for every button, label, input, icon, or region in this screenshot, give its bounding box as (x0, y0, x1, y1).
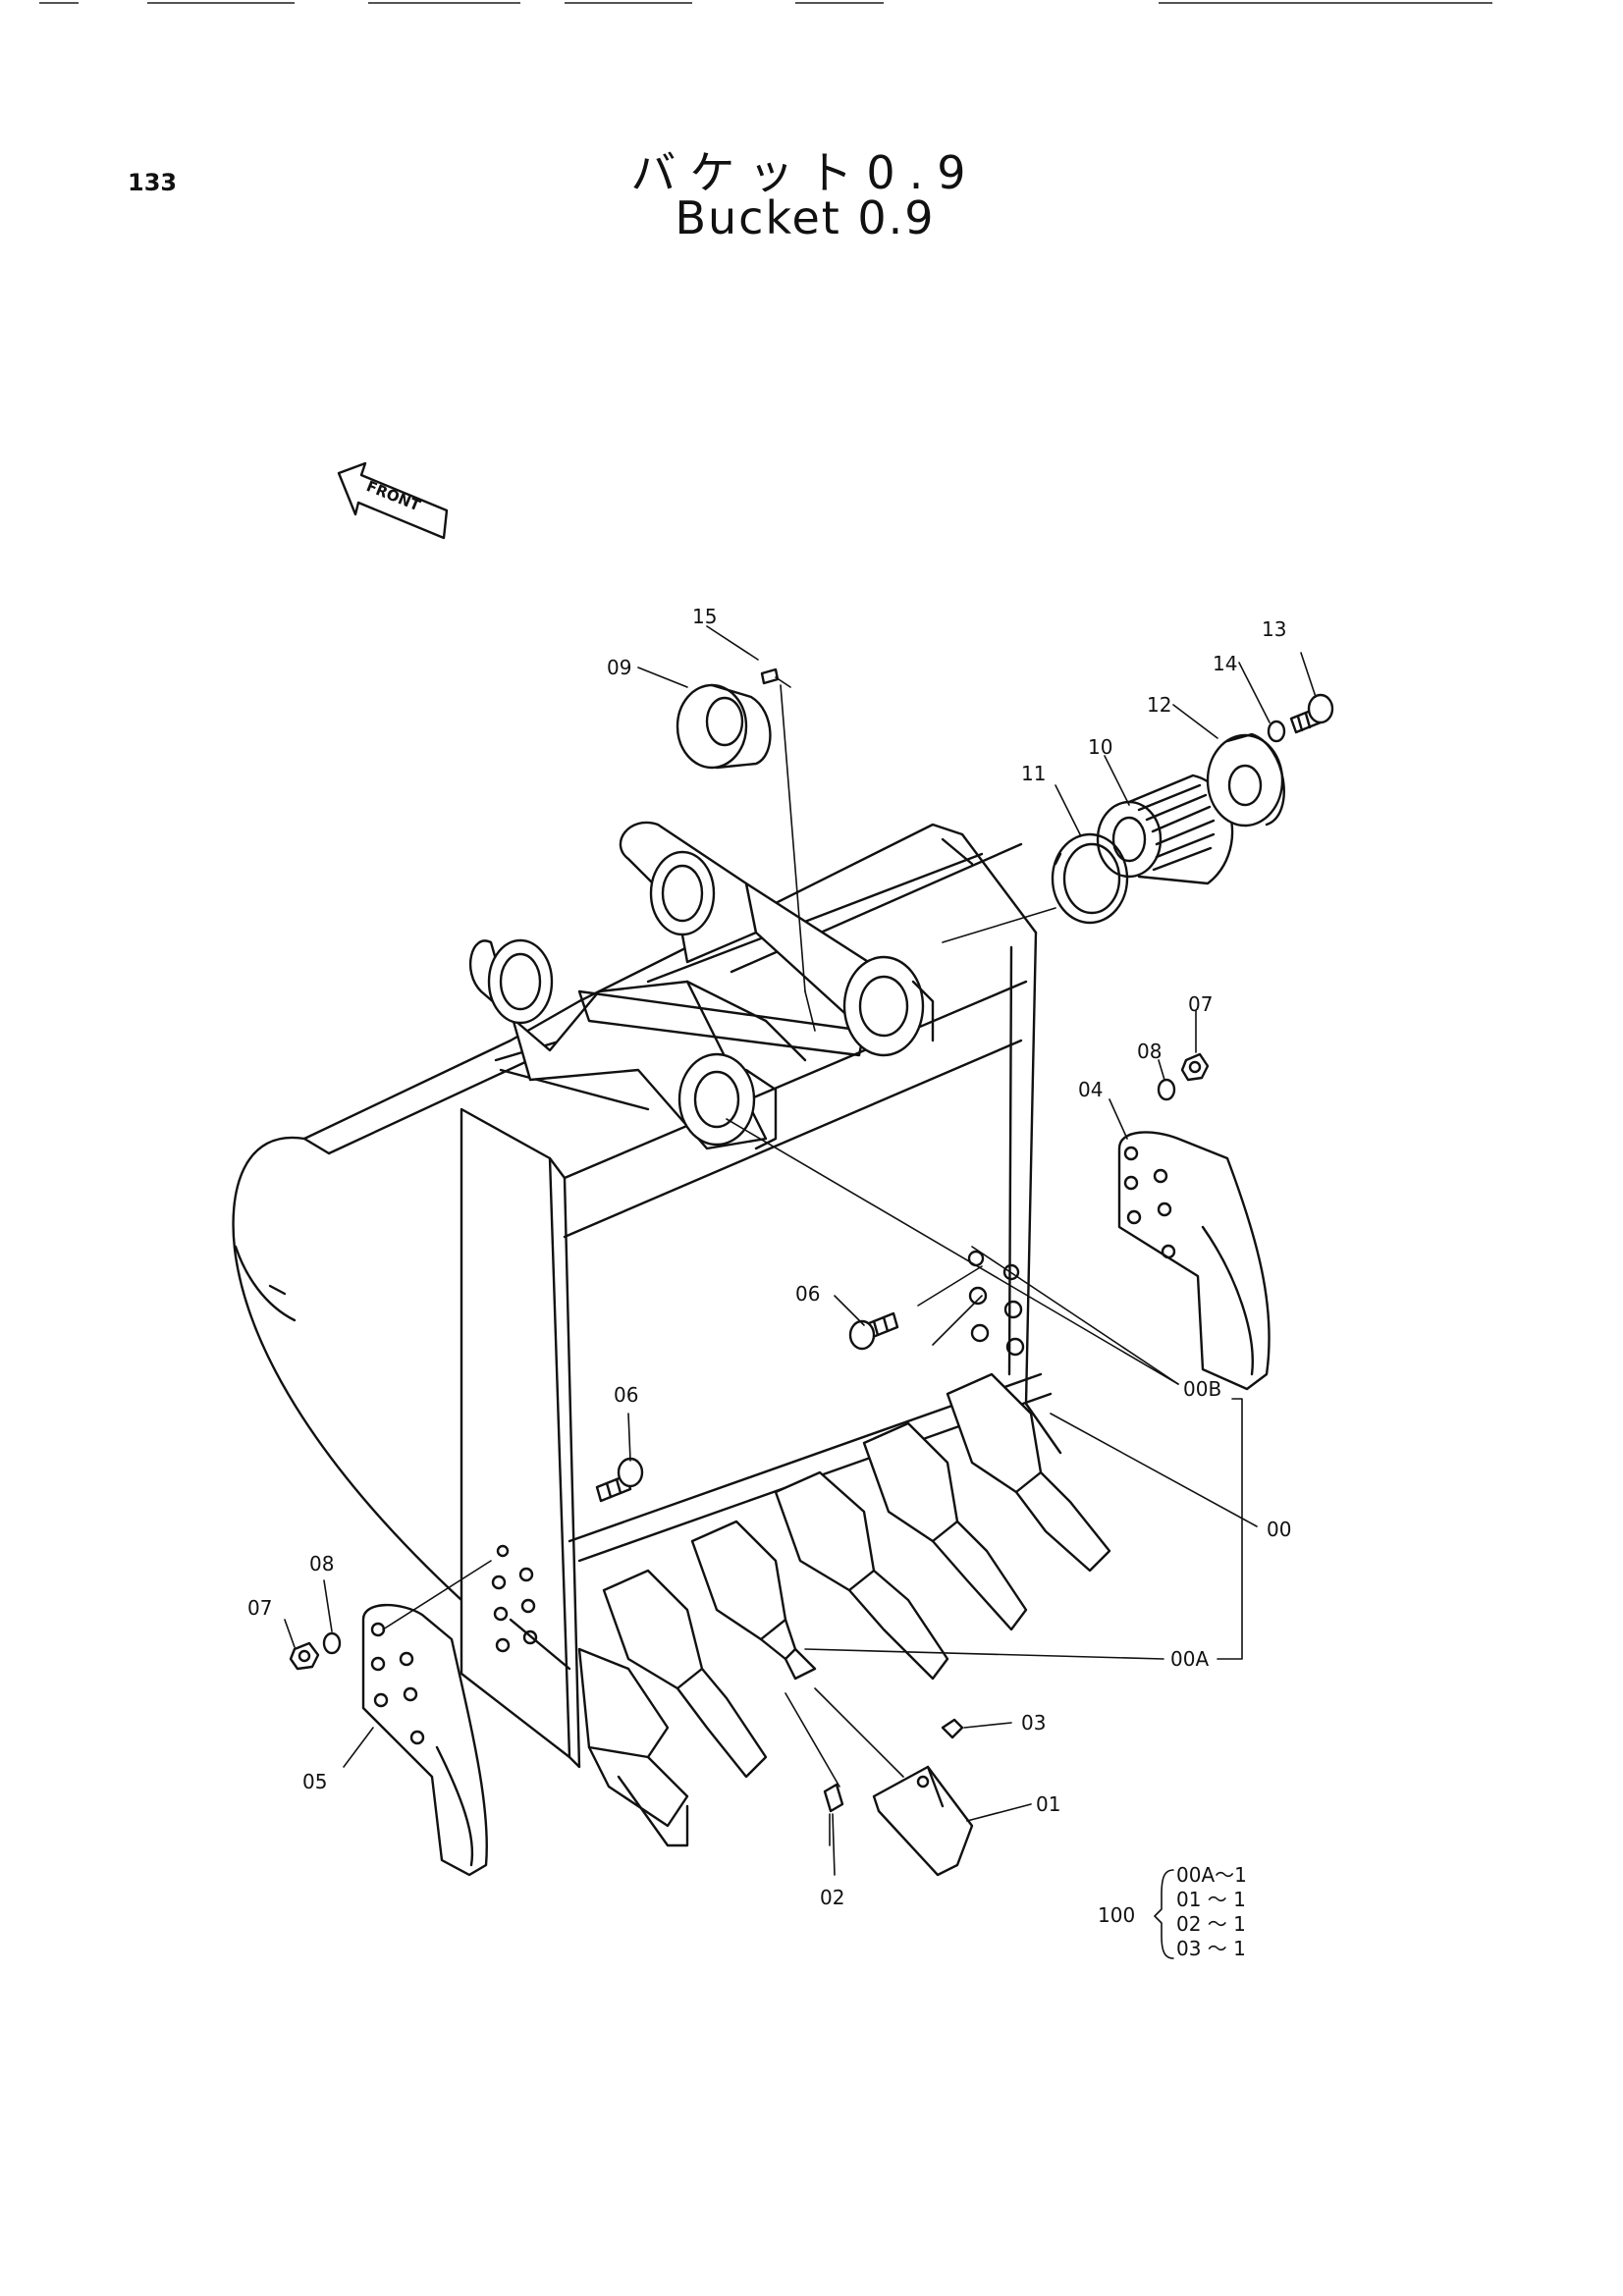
tooth-adapters (577, 1372, 1111, 1847)
scan-artifact (39, 2, 79, 4)
scan-artifact (565, 2, 692, 4)
callout-09: 09 (607, 656, 631, 679)
page-number: 133 (128, 169, 178, 196)
side-cutter-04 (1117, 1131, 1271, 1391)
kit-line-1: 00A〜1 (1176, 1863, 1247, 1887)
callout-15: 15 (692, 605, 717, 628)
kit-note: 100 00A〜1 01 〜 1 02 〜 1 03 〜 1 (1098, 1863, 1247, 1960)
kit-line-2: 01 〜 1 (1176, 1888, 1246, 1911)
side-cutter-05 (361, 1603, 488, 1877)
callout-12: 12 (1147, 693, 1171, 717)
callout-labels: 15 09 13 14 12 10 11 07 08 04 06 00B 06 … (247, 605, 1291, 1909)
pin-02 (823, 1783, 844, 1813)
callout-01: 01 (1036, 1792, 1060, 1816)
title-english: Bucket 0.9 (675, 191, 936, 244)
callout-06-lower: 06 (614, 1383, 638, 1407)
callout-11: 11 (1021, 762, 1046, 785)
kit-line-3: 02 〜 1 (1176, 1912, 1246, 1936)
callout-06-upper: 06 (795, 1282, 820, 1306)
adapter-1 (577, 1647, 689, 1847)
kit-line-4: 03 〜 1 (1176, 1937, 1246, 1960)
callout-00: 00 (1267, 1518, 1291, 1541)
washer-14 (1267, 720, 1286, 743)
plate-12 (1206, 732, 1285, 828)
pin-15 (760, 667, 780, 685)
adapter-6 (946, 1372, 1111, 1573)
callout-10: 10 (1088, 735, 1112, 759)
callout-00A: 00A (1170, 1647, 1209, 1671)
adapter-3 (690, 1520, 817, 1681)
adapter-5 (862, 1421, 1028, 1631)
bushing-09 (676, 683, 772, 770)
nut-07-left (289, 1641, 320, 1671)
title-japanese: バケット0.9 (630, 146, 980, 199)
callout-03: 03 (1021, 1711, 1046, 1735)
kit-number: 100 (1098, 1903, 1135, 1927)
front-arrow-icon: FRONT (337, 461, 449, 540)
bolt-06-lower (595, 1457, 644, 1503)
callout-13: 13 (1262, 617, 1286, 641)
callout-14: 14 (1213, 652, 1237, 675)
callout-00B: 00B (1183, 1377, 1221, 1401)
callout-02: 02 (820, 1886, 844, 1909)
callout-04: 04 (1078, 1078, 1103, 1101)
adapter-4 (774, 1470, 949, 1681)
nut-07-right (1180, 1052, 1210, 1082)
lock-03 (941, 1718, 964, 1739)
scan-artifact (795, 2, 884, 4)
scan-artifact (368, 2, 520, 4)
leader-lines (284, 625, 1317, 1959)
bucket-body (232, 821, 1062, 1769)
callout-05: 05 (302, 1770, 327, 1793)
callout-08-left: 08 (309, 1552, 334, 1575)
callout-07-right: 07 (1188, 992, 1213, 1016)
adapter-2 (602, 1569, 768, 1779)
washer-08-right (1157, 1078, 1176, 1101)
callout-08-right: 08 (1137, 1040, 1162, 1063)
scan-artifact (147, 2, 295, 4)
bolt-13 (1289, 693, 1334, 734)
callout-07-left: 07 (247, 1596, 272, 1620)
washer-08-left (322, 1631, 342, 1655)
tooth-point-01 (872, 1765, 974, 1877)
bolt-06-upper (848, 1311, 899, 1351)
scan-artifact (1159, 2, 1492, 4)
ring-11 (1051, 832, 1129, 925)
